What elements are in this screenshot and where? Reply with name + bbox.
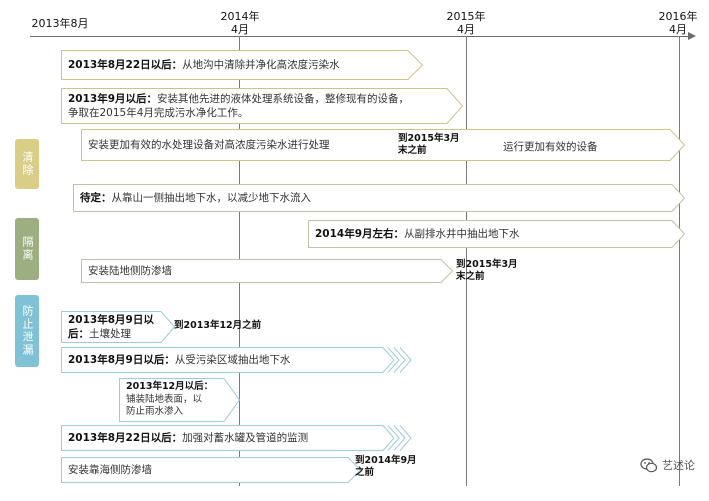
task-mountain-groundwater: 待定：从靠山一侧抽出地下水，以减少地下水流入 <box>73 184 686 212</box>
category-leak-prevention: 防止泄漏 <box>15 295 39 367</box>
deadline-line2: 末之前 <box>456 271 485 282</box>
deadline-line1: 到2015年3月 <box>456 259 518 270</box>
task-date: 2013年8月22日以后： <box>68 432 183 444</box>
task-date: 2013年8月9日以后： <box>68 354 175 366</box>
task-description: 安装更加有效的水处理设备对高浓度污染水进行处理 <box>88 139 330 151</box>
deadline-line2: 末之前 <box>398 145 427 156</box>
tick-label: 2013年8月 <box>31 17 89 30</box>
task-arrow-shape <box>61 88 464 124</box>
category-label: 清除 <box>21 151 34 177</box>
task-date: 2013年8月9日以 <box>68 314 154 326</box>
tick-2014-04: 2014年 4月 <box>215 10 265 36</box>
task-arrow-shape <box>61 311 176 343</box>
task-arrow-shape <box>119 378 241 422</box>
task-description: 从地沟中清除并净化高浓度污染水 <box>182 59 340 71</box>
task-efficient-water-treatment: 安装更加有效的水处理设备对高浓度污染水进行处理 <box>81 129 686 161</box>
deadline-note: 到2014年9月 之前 <box>355 455 417 479</box>
tick-month: 4月 <box>669 23 687 36</box>
task-description: 从副排水井中抽出地下水 <box>404 228 520 240</box>
task-sea-side-wall: 安装靠海侧防渗墙 <box>61 457 362 483</box>
task-arrow-shape <box>73 184 686 212</box>
deadline-line2: 之前 <box>355 467 375 478</box>
deadline-line1: 到2014年9月 <box>355 455 417 466</box>
task-arrow-shape <box>81 259 454 283</box>
task-description: 安装陆地侧防渗墙 <box>88 265 172 277</box>
deadline-note: 到2015年3月 末之前 <box>398 133 460 157</box>
task-ground-paving: 2013年12月以后： 铺装陆地表面，以 防止雨水渗入 <box>119 378 241 422</box>
task-land-side-wall: 安装陆地侧防渗墙 <box>81 259 454 283</box>
task-arrow-shape <box>308 220 686 248</box>
task-description: 安装其他先进的液体处理系统设备，整修现有的设备， <box>157 93 410 105</box>
deadline-line1: 到2013年12月之前 <box>174 320 262 331</box>
task-description: 加强对蓄水罐及管道的监测 <box>182 432 309 444</box>
tick-month: 4月 <box>457 23 475 36</box>
gridline-2016-04 <box>679 36 680 486</box>
task-tank-monitoring: 2013年8月22日以后：加强对蓄水罐及管道的监测 <box>61 425 413 451</box>
tick-2015-04: 2015年 4月 <box>441 10 491 36</box>
task-arrow-shape <box>81 129 686 161</box>
task-date: 待定： <box>80 192 112 204</box>
category-label: 防止泄漏 <box>21 305 34 357</box>
task-description: 从靠山一侧抽出地下水，以减少地下水流入 <box>111 192 312 204</box>
task-date-line2: 后： <box>68 328 89 340</box>
task-date: 2014年9月左右： <box>315 228 405 240</box>
task-arrow-shape <box>61 457 362 483</box>
tick-month: 4月 <box>231 23 249 36</box>
timeline-axis <box>30 36 690 37</box>
timeline-arrowhead <box>688 32 696 40</box>
task-description: 安装靠海侧防渗墙 <box>68 464 152 476</box>
task-description: 铺装陆地表面，以 <box>126 393 203 405</box>
task-liquid-treatment-system: 2013年9月以后：安装其他先进的液体处理系统设备，整修现有的设备， 争取在20… <box>61 88 464 124</box>
deadline-line1: 到2015年3月 <box>398 133 460 144</box>
gridline-2015-04 <box>466 36 467 486</box>
tick-year: 2014年 <box>220 10 260 23</box>
category-label: 隔离 <box>21 236 34 262</box>
tick-year: 2015年 <box>446 10 486 23</box>
task-date: 2013年12月以后： <box>126 381 214 393</box>
tick-2016-04: 2016年 4月 <box>653 10 703 36</box>
deadline-note: 到2013年12月之前 <box>174 320 261 332</box>
wechat-icon <box>640 457 658 472</box>
task-description: 从受污染区域抽出地下水 <box>174 354 291 366</box>
task-trench-water-removal: 2013年8月22日以后：从地沟中清除并净化高浓度污染水 <box>61 50 424 80</box>
watermark-text: 艺述论 <box>662 459 695 472</box>
task-description-line2: 防止雨水渗入 <box>126 406 184 418</box>
task-date: 2013年9月以后： <box>68 93 158 105</box>
task-soil-treatment: 2013年8月9日以 后：土壤处理 <box>61 311 176 343</box>
category-isolate: 隔离 <box>15 218 39 280</box>
watermark: 艺述论 <box>640 457 695 473</box>
task-arrow-shape <box>61 347 412 373</box>
task-description: 土壤处理 <box>89 328 131 340</box>
task-date: 2013年8月22日以后： <box>68 59 183 71</box>
tick-2013-08: 2013年8月 <box>30 17 90 30</box>
task-subdrain-pumping: 2014年9月左右：从副排水井中抽出地下水 <box>308 220 686 248</box>
task-arrow-shape <box>61 50 424 80</box>
category-clear: 清除 <box>15 139 39 189</box>
task-description-line2: 争取在2015年4月完成污水净化工作。 <box>68 107 249 119</box>
task-arrow-shape <box>61 425 412 451</box>
tick-year: 2016年 <box>658 10 698 23</box>
task-followup-text: 运行更加有效的设备 <box>503 141 598 153</box>
deadline-note: 到2015年3月 末之前 <box>456 259 518 283</box>
task-contaminated-area-pumping: 2013年8月9日以后：从受污染区域抽出地下水 <box>61 347 413 373</box>
